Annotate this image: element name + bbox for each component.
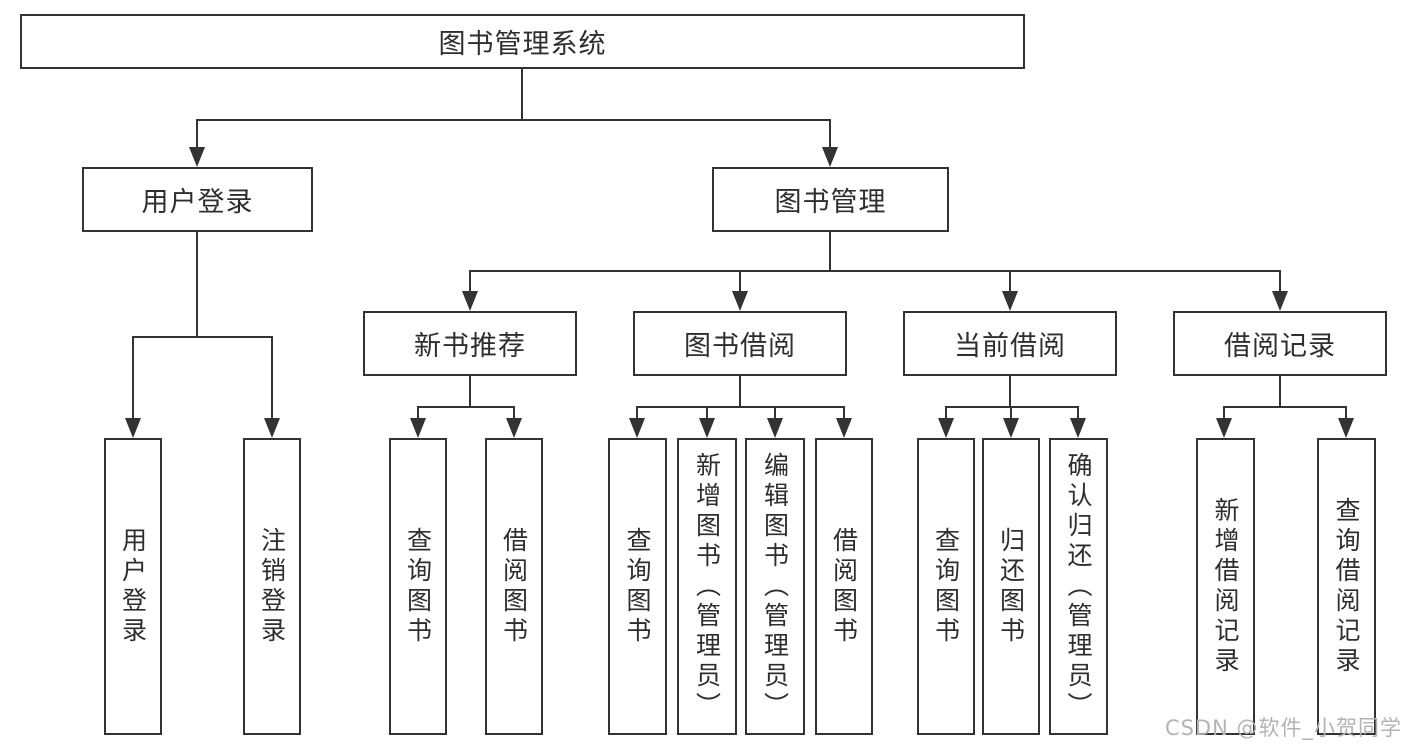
- connector-drop: [1010, 406, 1012, 422]
- arrowhead-down-icon: [462, 291, 478, 311]
- connector-drop: [774, 406, 776, 422]
- node-label: 借阅记录: [1224, 331, 1336, 362]
- connector-drop: [271, 336, 273, 422]
- leaf-user-login: 用户登录: [104, 438, 162, 735]
- connector-drop: [417, 406, 419, 422]
- node-label: 图书管理: [774, 187, 887, 218]
- arrowhead-down-icon: [264, 418, 280, 438]
- arrowhead-down-icon: [1002, 291, 1018, 311]
- leaf-label: 借阅图书: [499, 526, 529, 647]
- leaf-query-books-borrowing: 查询图书: [608, 438, 667, 735]
- leaf-label: 查询借阅记录: [1332, 496, 1361, 677]
- connector-drop: [1279, 270, 1281, 295]
- connector-level3-rail: [469, 270, 1281, 272]
- arrowhead-down-icon: [767, 418, 783, 438]
- connector-stem: [739, 376, 741, 408]
- arrowhead-down-icon: [1216, 418, 1232, 438]
- connector-stem: [469, 376, 471, 408]
- connector-rail: [417, 406, 515, 408]
- node-book-borrowing: 图书借阅: [633, 311, 847, 376]
- connector-drop: [1345, 406, 1347, 422]
- leaf-edit-books-admin: 编辑图书（管理员）: [745, 438, 805, 735]
- arrowhead-down-icon: [1070, 418, 1086, 438]
- leaf-add-books-admin: 新增图书（管理员）: [677, 438, 737, 735]
- connector-drop: [706, 406, 708, 422]
- leaf-borrow-books-recommend: 借阅图书: [485, 438, 543, 735]
- connector-drop: [1077, 406, 1079, 422]
- node-user-login: 用户登录: [82, 167, 313, 232]
- arrowhead-down-icon: [125, 418, 141, 438]
- node-label: 图书借阅: [684, 331, 796, 362]
- connector-drop: [196, 119, 198, 151]
- connector-drop: [739, 270, 741, 295]
- arrowhead-down-icon: [938, 418, 954, 438]
- leaf-label: 确认归还（管理员）: [1064, 451, 1093, 722]
- connector-drop: [843, 406, 845, 422]
- arrowhead-down-icon: [732, 291, 748, 311]
- connector-rail: [636, 406, 845, 408]
- leaf-label: 编辑图书（管理员）: [760, 451, 790, 722]
- arrowhead-down-icon: [410, 418, 426, 438]
- arrowhead-down-icon: [506, 418, 522, 438]
- node-label: 图书管理系统: [438, 29, 607, 60]
- node-library-management-system: 图书管理系统: [20, 14, 1025, 69]
- connector-root-stem: [521, 69, 523, 121]
- leaf-label: 注销登录: [257, 526, 287, 647]
- connector-drop: [945, 406, 947, 422]
- node-label: 用户登录: [141, 187, 254, 218]
- connector-drop: [513, 406, 515, 422]
- leaf-confirm-return-admin: 确认归还（管理员）: [1049, 438, 1108, 735]
- node-label: 新书推荐: [414, 331, 526, 362]
- connector-rail: [1223, 406, 1347, 408]
- node-new-book-recommendation: 新书推荐: [363, 311, 577, 376]
- arrowhead-down-icon: [189, 147, 205, 167]
- leaf-query-books-current: 查询图书: [917, 438, 975, 735]
- connector-drop: [636, 406, 638, 422]
- leaf-label: 用户登录: [118, 526, 148, 647]
- connector-rail: [945, 406, 1079, 408]
- connector-drop: [1009, 270, 1011, 295]
- connector-drop: [1223, 406, 1225, 422]
- leaf-label: 查询图书: [931, 526, 961, 647]
- leaf-label: 新增图书（管理员）: [692, 451, 722, 722]
- leaf-return-books: 归还图书: [982, 438, 1040, 735]
- leaf-label: 查询图书: [623, 526, 652, 647]
- leaf-label: 查询图书: [403, 526, 433, 647]
- connector-user-login-rail: [132, 336, 273, 338]
- arrowhead-down-icon: [836, 418, 852, 438]
- leaf-borrow-books: 借阅图书: [815, 438, 873, 735]
- arrowhead-down-icon: [629, 418, 645, 438]
- connector-user-login-stem: [196, 232, 198, 338]
- arrowhead-down-icon: [1338, 418, 1354, 438]
- leaf-label: 归还图书: [996, 526, 1026, 647]
- leaf-label: 借阅图书: [829, 526, 859, 647]
- arrowhead-down-icon: [699, 418, 715, 438]
- arrowhead-down-icon: [1272, 291, 1288, 311]
- leaf-label: 新增借阅记录: [1211, 496, 1240, 677]
- connector-drop: [469, 270, 471, 295]
- leaf-query-books-recommend: 查询图书: [389, 438, 447, 735]
- connector-stem: [1009, 376, 1011, 408]
- csdn-watermark: CSDN @软件_小贺同学: [1164, 716, 1402, 740]
- leaf-logout: 注销登录: [243, 438, 301, 735]
- arrowhead-down-icon: [822, 147, 838, 167]
- connector-stem: [1279, 376, 1281, 408]
- node-borrowing-records: 借阅记录: [1173, 311, 1387, 376]
- connector-drop: [829, 119, 831, 151]
- leaf-add-borrow-record: 新增借阅记录: [1196, 438, 1255, 735]
- connector-drop: [132, 336, 134, 422]
- node-book-management: 图书管理: [712, 167, 949, 232]
- node-current-borrowing: 当前借阅: [903, 311, 1117, 376]
- connector-level2-rail: [196, 119, 831, 121]
- node-label: 当前借阅: [954, 331, 1066, 362]
- arrowhead-down-icon: [1003, 418, 1019, 438]
- connector-book-management-stem: [829, 232, 831, 272]
- leaf-query-borrow-record: 查询借阅记录: [1317, 438, 1376, 735]
